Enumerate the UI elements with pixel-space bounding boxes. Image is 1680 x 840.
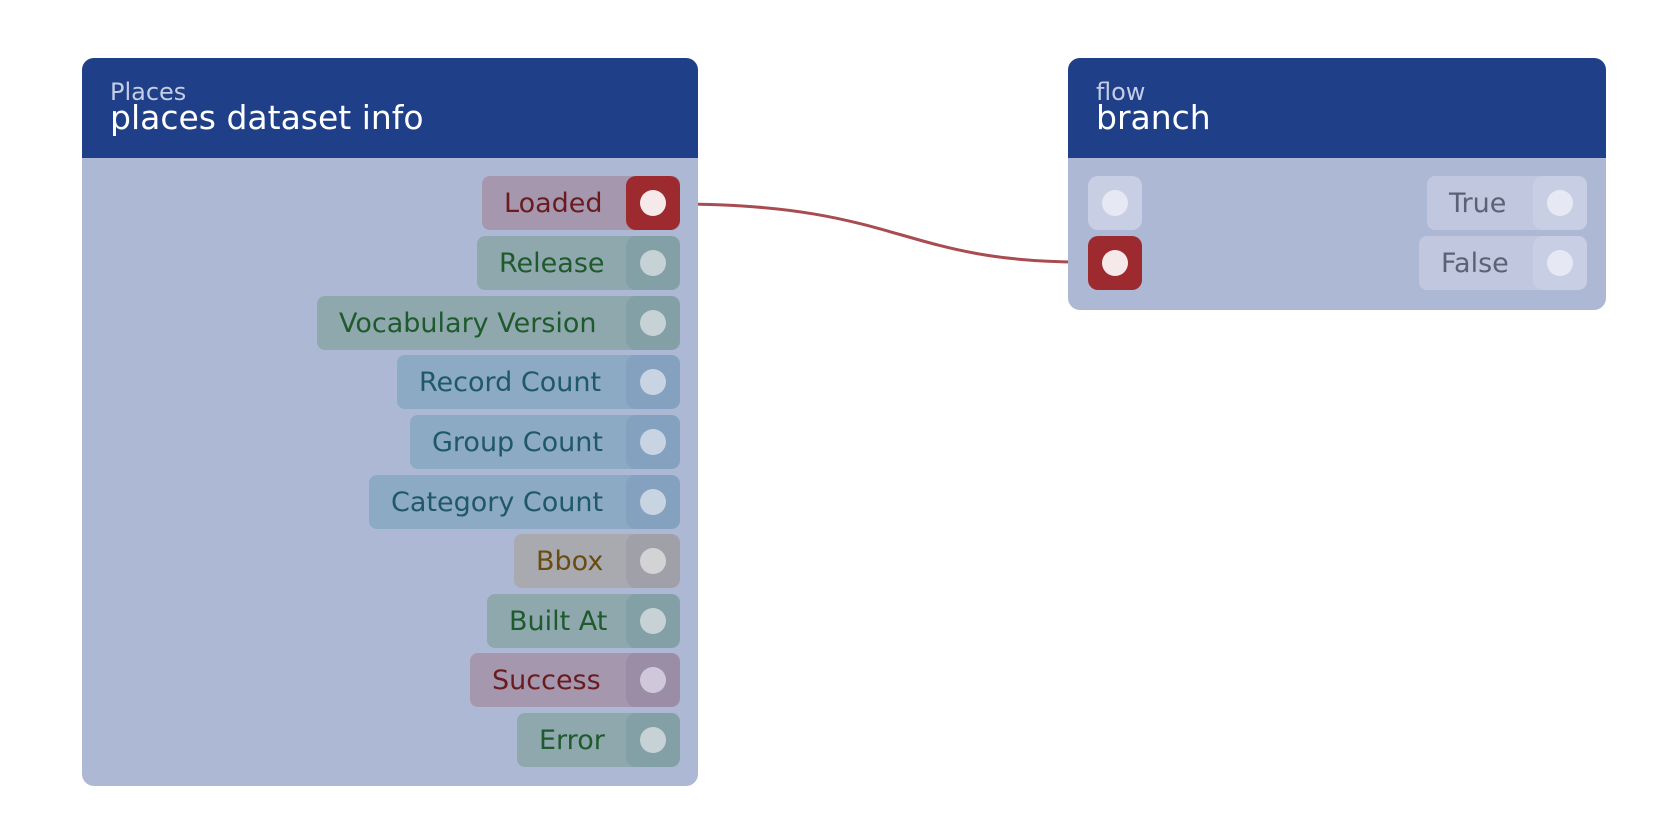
output-port-error[interactable]: Error xyxy=(82,713,698,767)
socket-dot-icon xyxy=(640,489,666,515)
socket-dot-icon xyxy=(640,250,666,276)
output-port-loaded[interactable]: Loaded xyxy=(82,176,698,230)
port-label: Record Count xyxy=(419,366,602,398)
input-socket[interactable] xyxy=(1088,236,1142,290)
output-socket[interactable] xyxy=(626,594,680,648)
output-socket[interactable] xyxy=(626,534,680,588)
socket-dot-icon xyxy=(640,310,666,336)
input-port-flow[interactable] xyxy=(1068,176,1606,230)
socket-dot-icon xyxy=(1547,190,1573,216)
socket-dot-icon xyxy=(640,667,666,693)
socket-dot-icon xyxy=(640,369,666,395)
socket-dot-icon xyxy=(640,608,666,634)
port-label: Vocabulary Version xyxy=(339,307,597,339)
socket-dot-icon xyxy=(1102,190,1128,216)
output-socket[interactable] xyxy=(626,176,680,230)
socket-dot-icon xyxy=(640,429,666,455)
port-label: Release xyxy=(499,247,605,279)
port-label: Success xyxy=(492,664,601,696)
output-port-bbox[interactable]: Bbox xyxy=(82,534,698,588)
node-category: flow xyxy=(1096,78,1146,106)
node-title: places dataset info xyxy=(110,98,424,137)
output-port-category-count[interactable]: Category Count xyxy=(82,475,698,529)
output-port-release[interactable]: Release xyxy=(82,236,698,290)
input-socket[interactable] xyxy=(1088,176,1142,230)
output-socket[interactable] xyxy=(626,713,680,767)
output-port-record-count[interactable]: Record Count xyxy=(82,355,698,409)
node-title: branch xyxy=(1096,98,1211,137)
output-socket[interactable] xyxy=(626,355,680,409)
socket-dot-icon xyxy=(640,548,666,574)
output-socket[interactable] xyxy=(1533,176,1587,230)
port-label: Bbox xyxy=(536,545,604,577)
node-category: Places xyxy=(110,78,187,106)
port-label: Loaded xyxy=(504,187,603,219)
connection-wire[interactable] xyxy=(675,202,1083,264)
output-socket[interactable] xyxy=(626,475,680,529)
output-port-vocabulary-version[interactable]: Vocabulary Version xyxy=(82,296,698,350)
output-socket[interactable] xyxy=(626,236,680,290)
output-socket[interactable] xyxy=(626,296,680,350)
output-socket[interactable] xyxy=(626,653,680,707)
port-pill: Vocabulary Version xyxy=(317,296,680,350)
socket-dot-icon xyxy=(1102,250,1128,276)
output-port-true[interactable]: True xyxy=(1068,176,1606,230)
places-dataset-info-node[interactable]: Places places dataset info Loaded Releas… xyxy=(82,58,698,786)
port-label: True xyxy=(1449,187,1507,219)
port-label: Built At xyxy=(509,605,608,637)
output-socket[interactable] xyxy=(626,415,680,469)
node-header[interactable]: flow branch xyxy=(1068,58,1606,158)
output-socket[interactable] xyxy=(1533,236,1587,290)
port-label: False xyxy=(1441,247,1509,279)
node-header[interactable]: Places places dataset info xyxy=(82,58,698,158)
output-port-success[interactable]: Success xyxy=(82,653,698,707)
output-port-built-at[interactable]: Built At xyxy=(82,594,698,648)
port-label: Group Count xyxy=(432,426,603,458)
output-port-group-count[interactable]: Group Count xyxy=(82,415,698,469)
socket-dot-icon xyxy=(640,190,666,216)
branch-node[interactable]: flow branch True False xyxy=(1068,58,1606,310)
port-label: Category Count xyxy=(391,486,604,518)
output-port-false[interactable]: False xyxy=(1068,236,1606,290)
socket-dot-icon xyxy=(1547,250,1573,276)
port-label: Error xyxy=(539,724,605,756)
input-port-condition[interactable] xyxy=(1068,236,1606,290)
socket-dot-icon xyxy=(640,727,666,753)
